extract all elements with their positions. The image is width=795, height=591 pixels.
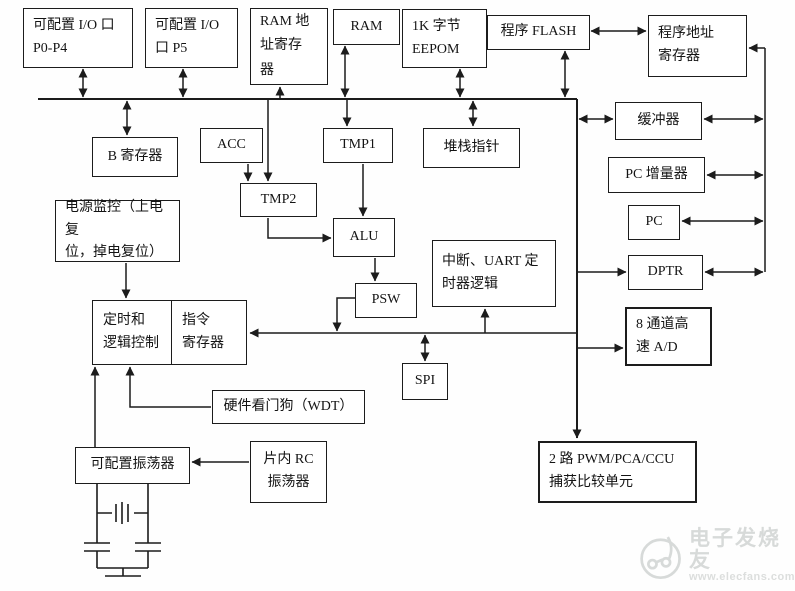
block-io-p0-p4: 可配置 I/O 口 P0-P4 bbox=[23, 8, 133, 68]
block-io-p5: 可配置 I/O 口 P5 bbox=[145, 8, 238, 68]
watermark: 电子发烧友 www.elecfans.com bbox=[638, 524, 795, 588]
block-pwm-pca-ccu: 2 路 PWM/PCA/CCU 捕获比较单元 bbox=[538, 441, 697, 503]
block-onchip-rc-osc: 片内 RC 振荡器 bbox=[250, 441, 327, 503]
block-power-monitor: 电源监控（上电复 位，掉电复位） bbox=[55, 200, 180, 262]
block-program-flash: 程序 FLASH bbox=[487, 15, 590, 50]
block-watchdog-wdt: 硬件看门狗（WDT） bbox=[212, 390, 365, 424]
block-spi: SPI bbox=[402, 363, 448, 400]
watermark-text: 电子发烧友 www.elecfans.com bbox=[689, 528, 795, 584]
block-eepom: 1K 字节 EEPOM bbox=[402, 9, 487, 68]
block-tmp2: TMP2 bbox=[240, 183, 317, 217]
block-8ch-adc: 8 通道高 速 A/D bbox=[625, 307, 712, 366]
block-alu: ALU bbox=[333, 218, 395, 257]
arrow-tmp2-alu bbox=[267, 218, 332, 243]
ground-symbol bbox=[105, 568, 141, 577]
block-instruction-register: 指令 寄存器 bbox=[181, 312, 224, 351]
elecfans-logo-icon bbox=[640, 536, 681, 580]
capacitor-right bbox=[135, 542, 161, 552]
capacitor-left bbox=[84, 542, 110, 552]
block-psw: PSW bbox=[355, 283, 417, 318]
block-ram-addr-reg: RAM 地 址寄存 器 bbox=[250, 8, 328, 85]
block-dptr: DPTR bbox=[628, 255, 703, 290]
block-config-oscillator: 可配置振荡器 bbox=[75, 447, 190, 484]
block-ram: RAM bbox=[333, 9, 400, 45]
block-pc: PC bbox=[628, 205, 680, 240]
arrow-wdt-timing bbox=[125, 366, 211, 408]
block-int-uart-timer: 中断、UART 定 时器逻辑 bbox=[432, 240, 556, 307]
block-stack-pointer: 堆栈指针 bbox=[423, 128, 520, 168]
block-timing-and-instruction: 定时和 逻辑控制 指令 寄存器 bbox=[92, 300, 247, 365]
watermark-brand: 电子发烧友 bbox=[688, 527, 781, 573]
block-acc: ACC bbox=[200, 128, 263, 163]
crystal-symbol bbox=[97, 502, 148, 524]
block-prog-addr-reg: 程序地址 寄存器 bbox=[648, 15, 747, 77]
block-timing-logic-control: 定时和 逻辑控制 bbox=[93, 301, 172, 364]
arrow-psw-bus2 bbox=[332, 297, 355, 332]
block-buffer: 缓冲器 bbox=[615, 102, 702, 140]
block-pc-incrementer: PC 增量器 bbox=[608, 157, 705, 193]
block-b-register: B 寄存器 bbox=[92, 137, 178, 177]
watermark-site: www.elecfans.com bbox=[688, 571, 795, 584]
block-tmp1: TMP1 bbox=[323, 128, 393, 163]
